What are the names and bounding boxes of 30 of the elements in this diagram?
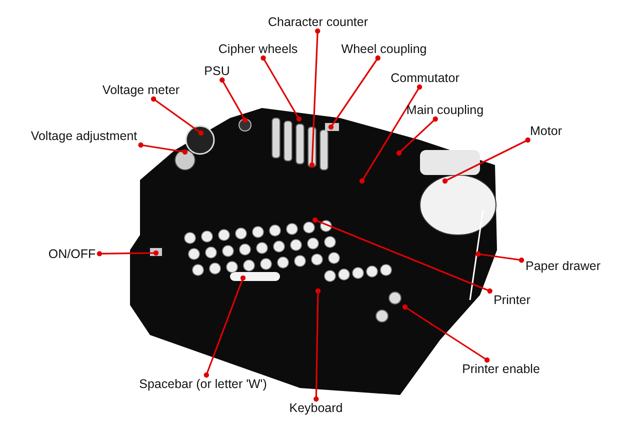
leader-line	[138, 142, 188, 155]
leader-line	[359, 84, 422, 184]
leader-line	[204, 275, 246, 378]
leader-line	[475, 251, 524, 263]
part-label: Commutator	[386, 69, 464, 87]
part-label: Voltage adjustment	[26, 127, 142, 145]
part-label: Voltage meter	[98, 81, 184, 99]
leader-line	[220, 77, 248, 123]
leader-line	[309, 28, 320, 168]
leader-line	[150, 96, 204, 136]
part-label: Printer	[490, 291, 534, 309]
part-label: Printer enable	[458, 360, 544, 378]
part-label: Keyboard	[285, 399, 347, 417]
leader-line	[396, 116, 438, 156]
part-label: Spacebar (or letter 'W')	[135, 375, 271, 393]
part-label: Main coupling	[402, 101, 488, 119]
leader-line	[260, 55, 302, 122]
leader-line	[312, 217, 492, 294]
part-label: ON/OFF	[44, 245, 100, 263]
leader-line	[442, 137, 530, 184]
part-label: Paper drawer	[521, 257, 605, 275]
part-label: Character counter	[264, 13, 372, 31]
leader-line	[96, 250, 159, 256]
part-label: PSU	[200, 62, 234, 80]
part-label: Motor	[526, 122, 566, 140]
leader-line	[402, 304, 490, 363]
leader-line	[328, 55, 380, 130]
part-label: Wheel coupling	[337, 40, 431, 58]
part-label: Cipher wheels	[214, 40, 302, 58]
leader-line	[314, 288, 321, 402]
